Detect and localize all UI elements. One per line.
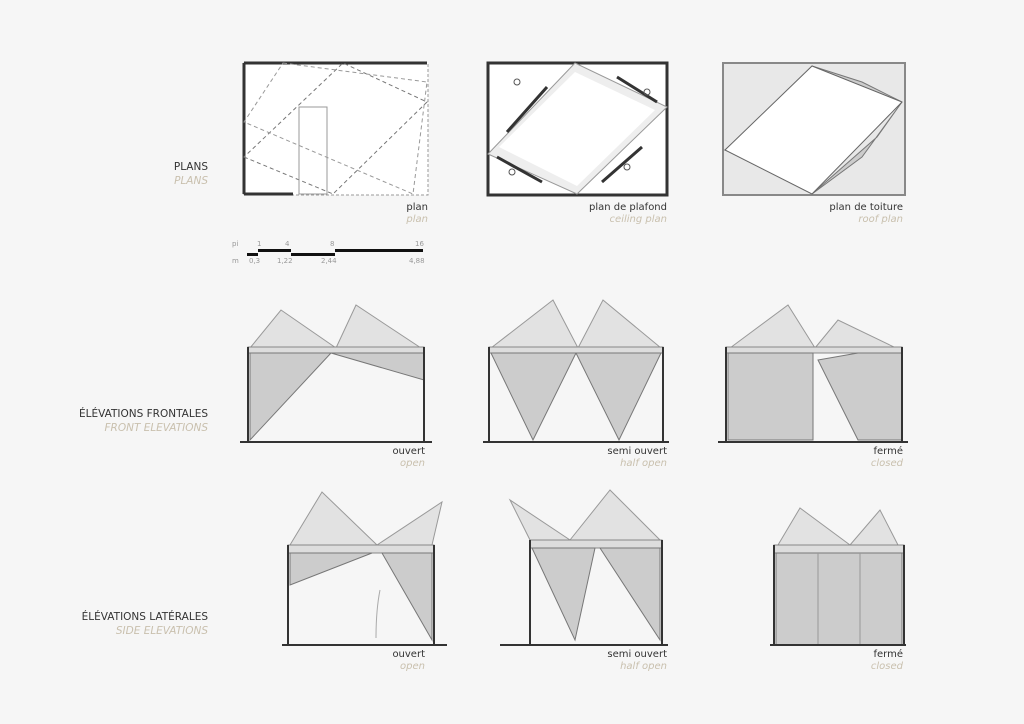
- caption-en: plan: [406, 214, 428, 225]
- caption-en: half open: [620, 458, 667, 469]
- side-elevation-open: [282, 491, 447, 646]
- section-title-fr: ÉLÉVATIONS LATÉRALES: [81, 611, 208, 623]
- section-title-side: ÉLÉVATIONS LATÉRALES SIDE ELEVATIONS: [8, 610, 208, 638]
- caption-front-half-open: semi ouvert half open: [467, 446, 667, 470]
- caption-fr: fermé: [873, 649, 903, 660]
- front-elevation-half-open: [483, 299, 669, 443]
- section-title-plans: PLANS PLANS: [8, 160, 208, 188]
- front-elevation-open: [240, 304, 432, 443]
- section-title-en: PLANS: [174, 175, 208, 187]
- caption-fr: ouvert: [392, 649, 425, 660]
- caption-front-open: ouvert open: [225, 446, 425, 470]
- caption-side-half-open: semi ouvert half open: [467, 649, 667, 673]
- section-title-front: ÉLÉVATIONS FRONTALES FRONT ELEVATIONS: [8, 407, 208, 435]
- side-elevation-closed: [770, 507, 906, 646]
- side-elevation-half-open: [500, 489, 668, 646]
- caption-en: open: [400, 458, 425, 469]
- scale-unit-ft: pi: [232, 240, 239, 248]
- scale-tick-ft: 16: [415, 240, 424, 248]
- front-elevation-closed: [718, 304, 908, 443]
- caption-en: open: [400, 661, 425, 672]
- scale-tick-m: 4,88: [409, 257, 425, 265]
- scale-tick-m: 1,22: [277, 257, 293, 265]
- caption-ceiling-plan: plan de plafond ceiling plan: [467, 202, 667, 226]
- caption-en: closed: [870, 661, 903, 672]
- caption-fr: ouvert: [392, 446, 425, 457]
- scale-tick-m: 0,3: [249, 257, 261, 265]
- scale-bar-graphic: [247, 249, 423, 256]
- scale-tick-ft: 4: [285, 240, 290, 248]
- section-title-en: FRONT ELEVATIONS: [104, 422, 208, 434]
- scale-tick-ft: 8: [330, 240, 335, 248]
- caption-plan: plan plan: [228, 202, 428, 226]
- caption-fr: semi ouvert: [607, 446, 667, 457]
- caption-en: roof plan: [858, 214, 903, 225]
- ceiling-plan-drawing: [486, 61, 669, 197]
- caption-front-closed: fermé closed: [703, 446, 903, 470]
- section-title-en: SIDE ELEVATIONS: [115, 625, 208, 637]
- caption-en: closed: [870, 458, 903, 469]
- caption-roof-plan: plan de toiture roof plan: [703, 202, 903, 226]
- caption-fr: semi ouvert: [607, 649, 667, 660]
- caption-side-open: ouvert open: [225, 649, 425, 673]
- scale-tick-ft: 1: [257, 240, 262, 248]
- caption-side-closed: fermé closed: [703, 649, 903, 673]
- roof-plan-drawing: [722, 62, 906, 196]
- scale-tick-m: 2,44: [321, 257, 337, 265]
- section-title-fr: PLANS: [173, 161, 208, 173]
- floor-plan-drawing: [242, 61, 429, 196]
- caption-en: ceiling plan: [609, 214, 667, 225]
- caption-fr: plan de plafond: [588, 202, 667, 213]
- section-title-fr: ÉLÉVATIONS FRONTALES: [78, 408, 208, 420]
- caption-fr: plan: [406, 202, 428, 213]
- caption-fr: plan de toiture: [829, 202, 903, 213]
- caption-fr: fermé: [873, 446, 903, 457]
- caption-en: half open: [620, 661, 667, 672]
- scale-unit-m: m: [232, 257, 239, 265]
